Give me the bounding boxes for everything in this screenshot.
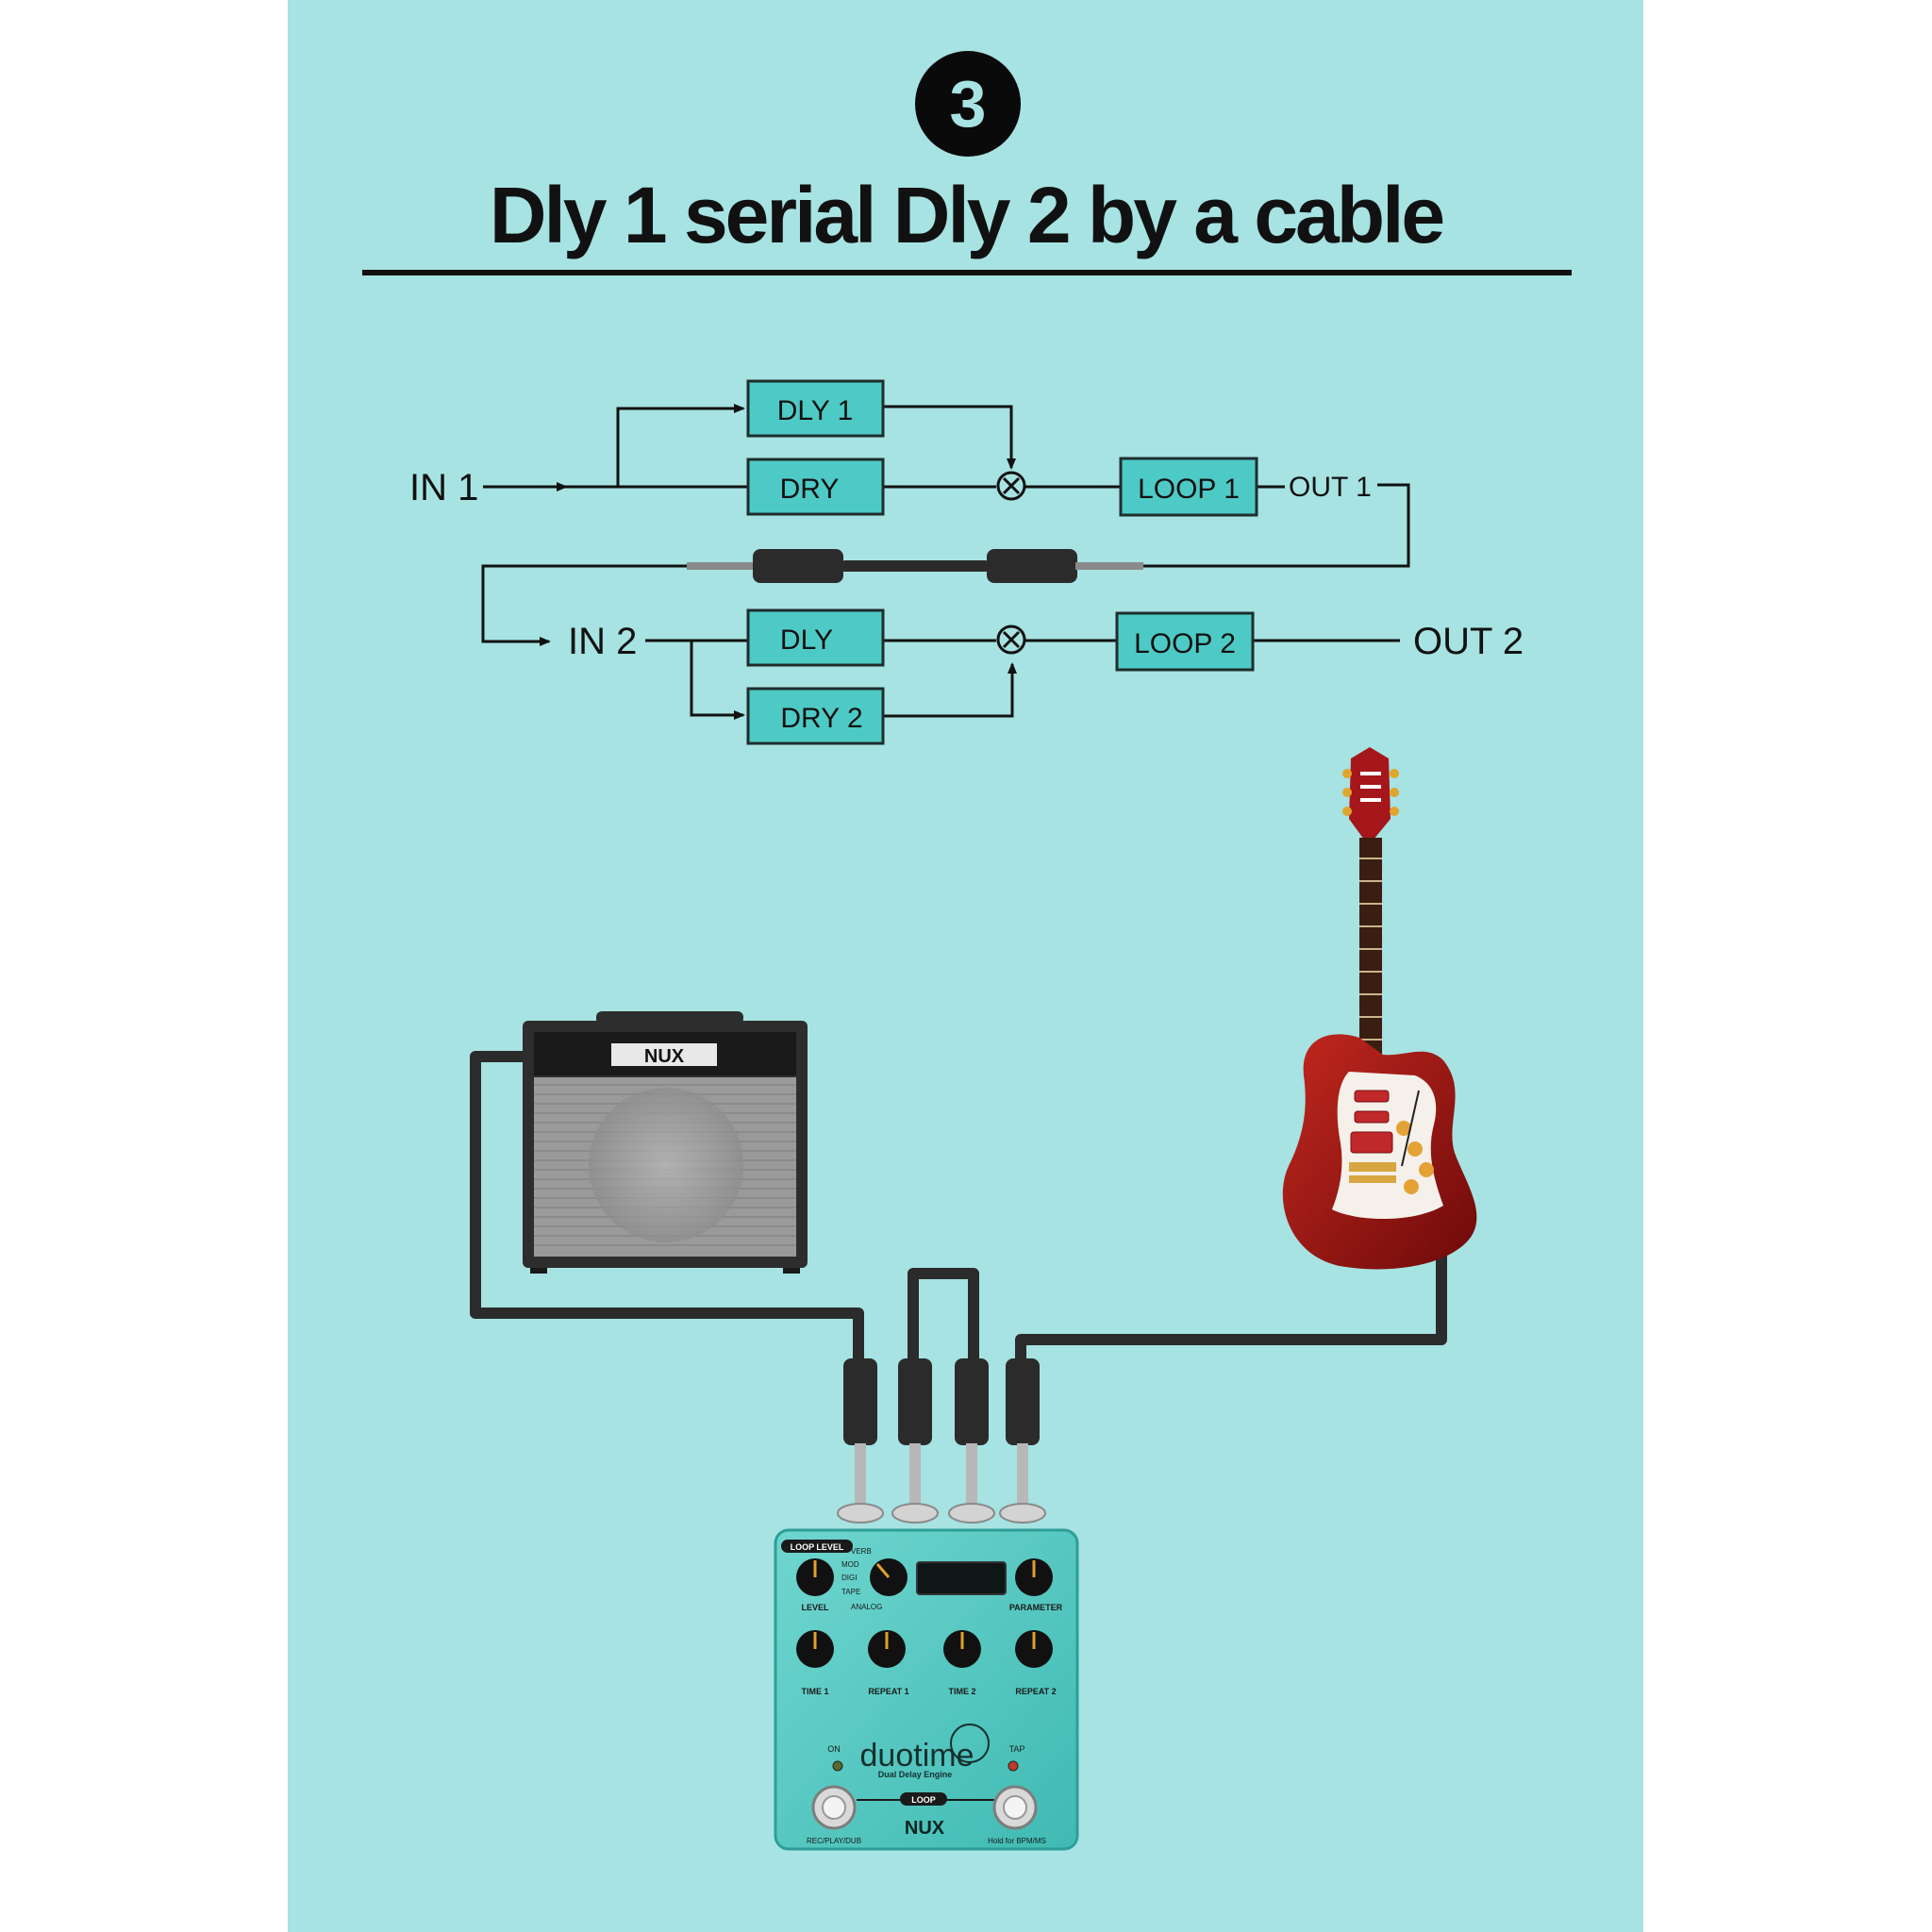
time1-knob-label: TIME 1 — [801, 1687, 828, 1696]
patch-cable-icon — [687, 549, 1143, 583]
pedal-enclosure — [774, 1528, 1079, 1851]
mixer-2-icon — [996, 625, 1026, 655]
level-knob[interactable] — [796, 1558, 834, 1596]
signal-flow-diagram: DLY 1 DRY LOOP 1 DLY DRY 2 LOOP 2 IN 1 O… — [409, 379, 1524, 745]
out2-label: OUT 2 — [1413, 621, 1524, 662]
dry2-label: DRY 2 — [780, 703, 862, 734]
mode-option-digi: DIGI — [841, 1574, 857, 1582]
pedal-display — [916, 1561, 1007, 1595]
loop-level-label: LOOP LEVEL — [791, 1542, 844, 1552]
diagram-title: Dly 1 serial Dly 2 by a cable — [489, 171, 1445, 259]
parameter-knob[interactable] — [1015, 1558, 1053, 1596]
level-knob-label: LEVEL — [801, 1603, 829, 1612]
tap-label: TAP — [1009, 1744, 1025, 1754]
pedal-subtitle: Dual Delay Engine — [878, 1770, 953, 1779]
speaker-icon — [589, 1088, 743, 1242]
loop2-block: LOOP 2 — [1115, 611, 1255, 672]
guitar-neck — [1359, 838, 1382, 1074]
time2-knob-label: TIME 2 — [948, 1687, 975, 1696]
dry2-block: DRY 2 — [746, 687, 885, 745]
loop1-block: LOOP 1 — [1119, 457, 1258, 517]
tempo-dial-icon — [950, 1724, 990, 1763]
parameter-knob-label: PARAMETER — [1009, 1603, 1063, 1612]
title-underline — [362, 270, 1572, 275]
guitar-headstock — [1349, 747, 1391, 840]
loop2-label: LOOP 2 — [1134, 628, 1236, 659]
amplifier: NUX — [523, 1011, 808, 1274]
mixer-1-icon — [996, 471, 1026, 501]
right-switch-label: Hold for BPM/MS — [988, 1837, 1046, 1845]
left-footswitch[interactable] — [811, 1785, 857, 1830]
repeat2-knob-label: REPEAT 2 — [1015, 1687, 1056, 1696]
amp-brand-plate — [611, 1043, 717, 1066]
cables — [470, 1051, 1447, 1368]
repeat1-knob-label: REPEAT 1 — [868, 1687, 908, 1696]
time2-knob[interactable] — [943, 1630, 981, 1668]
electric-guitar — [1282, 747, 1477, 1270]
repeat2-knob[interactable] — [1015, 1630, 1053, 1668]
dly-block: DLY — [746, 608, 885, 667]
on-label: ON — [827, 1744, 841, 1754]
jack-plugs — [837, 1358, 1046, 1524]
tap-led-icon — [1008, 1760, 1019, 1772]
mode-option-analog: ANALOG — [851, 1603, 882, 1611]
loop-label: LOOP — [911, 1795, 936, 1805]
mode-option-tape: TAPE — [841, 1588, 860, 1596]
dry-block: DRY — [746, 458, 885, 516]
out1-label: OUT 1 — [1289, 472, 1372, 503]
amp-brand-label: NUX — [644, 1046, 685, 1067]
step-number-badge: 3 — [915, 51, 1021, 157]
dly-label: DLY — [780, 625, 833, 656]
duotime-pedal: LOOP LEVEL VERB MOD DIGI TAPE ANALOG LEV… — [774, 1358, 1079, 1851]
pedal-name: duotime — [860, 1738, 974, 1774]
pedal-brand-label: NUX — [905, 1818, 945, 1839]
in2-label: IN 2 — [568, 621, 637, 662]
repeat1-knob[interactable] — [868, 1630, 906, 1668]
time1-knob[interactable] — [796, 1630, 834, 1668]
on-led-icon — [832, 1760, 843, 1772]
dry-label: DRY — [780, 474, 840, 505]
mode-option-verb: VERB — [851, 1547, 872, 1556]
loop1-label: LOOP 1 — [1138, 474, 1240, 505]
dly1-label: DLY 1 — [777, 395, 854, 426]
mode-option-mod: MOD — [841, 1560, 859, 1569]
left-switch-label: REC/PLAY/DUB — [807, 1837, 861, 1845]
right-footswitch[interactable] — [992, 1785, 1038, 1830]
in1-label: IN 1 — [409, 467, 478, 508]
dly1-block: DLY 1 — [746, 379, 885, 438]
mode-knob[interactable] — [870, 1558, 908, 1596]
